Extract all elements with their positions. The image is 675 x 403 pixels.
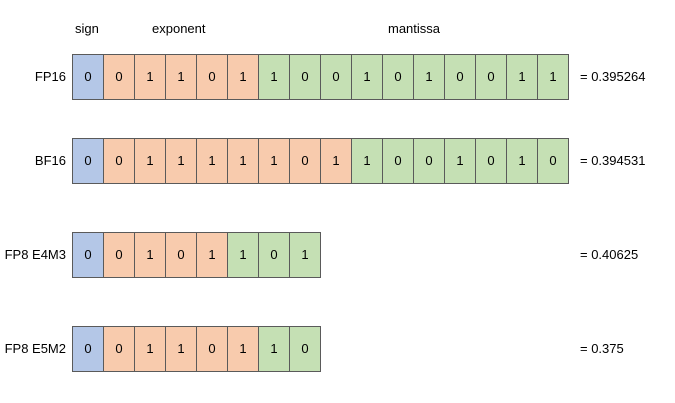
mantissa-bit: 0 [382,54,414,100]
mantissa-bit: 0 [258,232,290,278]
format-label: FP16 [34,69,66,84]
mantissa-bit: 1 [506,54,538,100]
exponent-bit: 1 [196,138,228,184]
exponent-bit: 1 [165,138,197,184]
exponent-bit: 0 [103,138,135,184]
sign-header: sign [75,21,99,36]
mantissa-bit: 1 [444,138,476,184]
format-label: FP8 E5M2 [4,341,66,356]
exponent-bit: 1 [134,326,166,372]
exponent-bit: 1 [227,138,259,184]
mantissa-bit: 0 [289,54,321,100]
mantissa-bit: 0 [537,138,569,184]
mantissa-bit: 1 [258,326,290,372]
exponent-bit: 1 [227,54,259,100]
exponent-bit: 0 [196,326,228,372]
exponent-bit: 0 [103,326,135,372]
exponent-bit: 0 [103,54,135,100]
exponent-bit: 1 [165,54,197,100]
exponent-header: exponent [152,21,206,36]
decoded-value: = 0.395264 [580,69,646,84]
mantissa-bit: 0 [475,54,507,100]
exponent-bit: 0 [289,138,321,184]
mantissa-bit: 1 [258,54,290,100]
mantissa-header: mantissa [388,21,441,36]
exponent-bit: 1 [258,138,290,184]
format-label: FP8 E4M3 [4,247,66,262]
decoded-value: = 0.40625 [580,247,639,262]
sign-bit: 0 [72,326,104,372]
exponent-bit: 1 [320,138,352,184]
mantissa-bit: 1 [351,54,383,100]
mantissa-bit: 1 [227,232,259,278]
mantissa-bit: 0 [444,54,476,100]
mantissa-bit: 1 [351,138,383,184]
exponent-bit: 0 [196,54,228,100]
exponent-bit: 1 [134,232,166,278]
decoded-value: = 0.375 [580,341,624,356]
exponent-bit: 0 [165,232,197,278]
exponent-bit: 0 [103,232,135,278]
mantissa-bit: 1 [537,54,569,100]
format-label: BF16 [34,153,66,168]
exponent-bit: 1 [134,138,166,184]
mantissa-bit: 0 [475,138,507,184]
mantissa-bit: 0 [289,326,321,372]
exponent-bit: 1 [227,326,259,372]
sign-bit: 0 [72,232,104,278]
mantissa-bit: 0 [413,138,445,184]
sign-bit: 0 [72,138,104,184]
mantissa-bit: 0 [320,54,352,100]
exponent-bit: 1 [165,326,197,372]
mantissa-bit: 1 [506,138,538,184]
decoded-value: = 0.394531 [580,153,646,168]
exponent-bit: 1 [196,232,228,278]
exponent-bit: 1 [134,54,166,100]
sign-bit: 0 [72,54,104,100]
mantissa-bit: 1 [289,232,321,278]
mantissa-bit: 1 [413,54,445,100]
mantissa-bit: 0 [382,138,414,184]
